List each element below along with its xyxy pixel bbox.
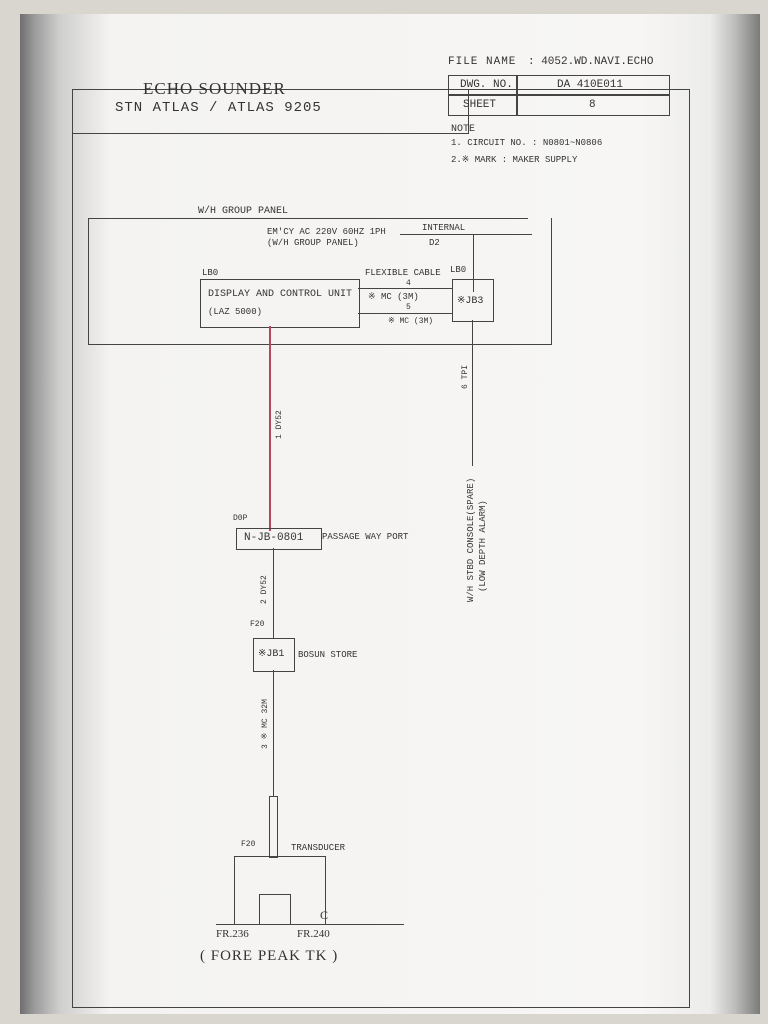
note-line-1: 1. CIRCUIT NO. : N0801~N0806 bbox=[451, 138, 603, 148]
sheet-value: 8 bbox=[589, 99, 596, 111]
jb3-junction-box bbox=[452, 279, 494, 322]
cable-6-line bbox=[472, 320, 473, 466]
file-name-value: : 4052.WD.NAVI.ECHO bbox=[528, 56, 654, 68]
group-panel-label: W/H GROUP PANEL bbox=[198, 206, 289, 217]
cable-4-number: 4 bbox=[406, 279, 411, 288]
internal-label: INTERNAL bbox=[422, 223, 466, 233]
jb3-label: ※JB3 bbox=[457, 296, 484, 307]
cable-1-label: 1 DY52 bbox=[275, 410, 284, 439]
d2-label: D2 bbox=[429, 238, 440, 248]
display-unit-model: (LAZ 5000) bbox=[208, 307, 263, 317]
sheet-label: SHEET bbox=[463, 99, 497, 111]
internal-connector-drop bbox=[473, 234, 474, 292]
jb1-label: ※JB1 bbox=[258, 649, 285, 660]
cable-5-type: ※ MC (3M) bbox=[388, 317, 434, 326]
drawing-border bbox=[72, 89, 690, 1008]
transducer-label: TRANSDUCER bbox=[291, 843, 346, 853]
cable-4-type: ※ MC (3M) bbox=[368, 292, 419, 302]
note-heading: NOTE bbox=[451, 124, 476, 135]
dwg-no-label: DWG. NO. bbox=[460, 79, 513, 91]
drawing-title: ECHO SOUNDER bbox=[143, 79, 286, 98]
sheet-value-cell bbox=[516, 94, 670, 116]
cable-5-number: 5 bbox=[406, 303, 411, 312]
sheet-label-cell bbox=[448, 94, 518, 116]
d0p-label: D0P bbox=[233, 514, 248, 523]
transducer-element bbox=[259, 894, 291, 925]
lb0-left-label: LB0 bbox=[202, 268, 219, 278]
group-panel-top-edge bbox=[88, 218, 528, 219]
transducer-housing bbox=[234, 856, 326, 925]
cable-4-line bbox=[358, 288, 452, 289]
file-name-label: FILE NAME bbox=[448, 56, 517, 68]
cable-6-label: 6 TPI bbox=[461, 364, 470, 389]
lb0-right-label: LB0 bbox=[450, 265, 467, 275]
frame-240-label: FR.240 bbox=[297, 928, 330, 940]
cable-5-line bbox=[358, 313, 452, 314]
hull-baseline bbox=[216, 924, 404, 925]
jb1-junction-box bbox=[253, 638, 295, 672]
dwg-no-value: DA 410E011 bbox=[557, 79, 624, 91]
cable-3-label: 3 ※ MC 32M bbox=[261, 699, 270, 749]
transducer-tube bbox=[269, 796, 278, 858]
njb-0801-label: N-JB-0801 bbox=[244, 532, 304, 544]
display-unit-name: DISPLAY AND CONTROL UNIT bbox=[208, 289, 353, 300]
drawing-sheet: FILE NAME : 4052.WD.NAVI.ECHO ECHO SOUND… bbox=[20, 14, 760, 1014]
dwg-no-value-cell bbox=[516, 75, 670, 96]
f20-lower-label: F20 bbox=[241, 840, 256, 849]
cable-1-line bbox=[269, 326, 271, 531]
note-line-2: 2.※ MARK : MAKER SUPPLY bbox=[451, 155, 578, 165]
flexible-cable-label: FLEXIBLE CABLE bbox=[365, 268, 441, 278]
group-panel-box bbox=[88, 218, 552, 345]
passage-way-label: PASSAGE WAY PORT bbox=[322, 532, 409, 542]
internal-connector bbox=[400, 234, 532, 235]
cable-2-label: 2 DY52 bbox=[260, 575, 269, 604]
display-control-unit-box bbox=[200, 279, 360, 328]
frame-236-label: FR.236 bbox=[216, 928, 249, 940]
console-line-2: (LOW DEPTH ALARM) bbox=[478, 500, 488, 592]
power-supply-line-1: EM'CY AC 220V 60HZ 1PH bbox=[267, 227, 386, 237]
drawing-subtitle: STN ATLAS / ATLAS 9205 bbox=[115, 100, 322, 116]
f20-upper-label: F20 bbox=[250, 620, 265, 629]
cable-2-line bbox=[273, 548, 274, 638]
console-line-1: W/H STBD CONSOLE(SPARE) bbox=[466, 477, 476, 602]
dwg-no-label-cell bbox=[448, 75, 518, 96]
centerline-mark: C bbox=[320, 908, 329, 922]
bosun-store-label: BOSUN STORE bbox=[298, 650, 358, 660]
title-block bbox=[72, 89, 469, 134]
njb-0801-box bbox=[236, 528, 322, 550]
power-supply-line-2: (W/H GROUP PANEL) bbox=[267, 238, 359, 248]
cable-3-line bbox=[273, 670, 274, 796]
fore-peak-label: ( FORE PEAK TK ) bbox=[200, 948, 339, 964]
